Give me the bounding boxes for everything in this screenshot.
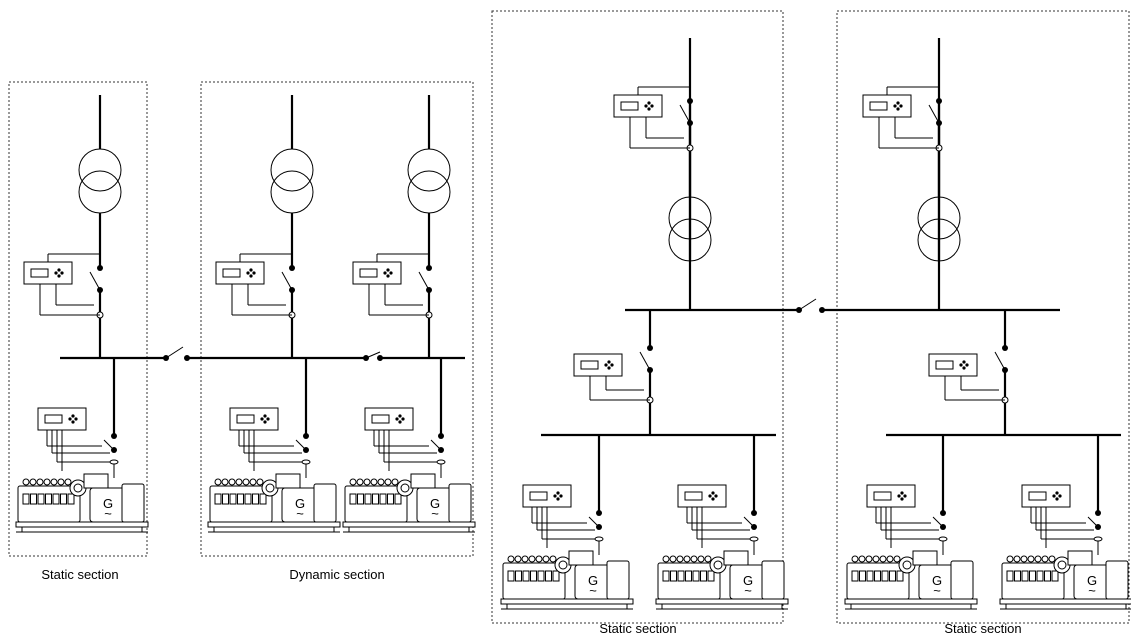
- genset-right-1: G~: [844, 435, 978, 610]
- dynamic-section-label: Dynamic section: [289, 567, 384, 582]
- genset-dynamic-2: G~: [342, 358, 476, 533]
- controller-icon: [522, 484, 572, 508]
- generator-symbol: G: [588, 573, 598, 588]
- controller-icon: [215, 261, 265, 285]
- generator-symbol: G: [103, 496, 113, 511]
- genset-icon: G~: [207, 473, 341, 533]
- genset-mid-1: G~: [500, 435, 634, 610]
- breaker-icon: [639, 345, 653, 373]
- breaker-icon: [418, 265, 432, 293]
- breaker-icon: [430, 433, 444, 453]
- bus-tie-breaker-left: [163, 346, 190, 361]
- controller-icon: [573, 353, 623, 377]
- genset-static-left: G~: [15, 358, 149, 533]
- tie-feeder-right: [928, 310, 1009, 435]
- transformer-icon: [407, 148, 451, 214]
- breaker-icon: [1087, 510, 1101, 530]
- genset-icon: G~: [15, 473, 149, 533]
- genset-dynamic-1: G~: [207, 358, 341, 533]
- genset-mid-2: G~: [655, 435, 789, 610]
- static-section-mid-box: [491, 10, 784, 624]
- controller-icon: [229, 407, 279, 431]
- feeder-static-left: [23, 95, 122, 358]
- static-section-left-label: Static section: [41, 567, 118, 582]
- feeder-static-mid: [613, 38, 712, 310]
- breaker-icon: [743, 510, 757, 530]
- static-section-right-label: Static section: [944, 621, 1021, 636]
- breaker-icon: [994, 345, 1008, 373]
- controller-icon: [364, 407, 414, 431]
- controller-icon: [1021, 484, 1071, 508]
- controller-icon: [23, 261, 73, 285]
- bus-tie-breaker-dynamic: [363, 351, 383, 361]
- tie-feeder-mid: [573, 310, 654, 435]
- generator-wave-symbol: ~: [933, 583, 941, 598]
- breaker-icon: [103, 433, 117, 453]
- genset-icon: G~: [342, 473, 476, 533]
- breaker-icon: [89, 265, 103, 293]
- controller-icon: [352, 261, 402, 285]
- generator-symbol: G: [295, 496, 305, 511]
- generator-wave-symbol: ~: [744, 583, 752, 598]
- controller-icon: [677, 484, 727, 508]
- generator-symbol: G: [1087, 573, 1097, 588]
- controller-icon: [866, 484, 916, 508]
- controller-icon: [613, 94, 663, 118]
- generator-wave-symbol: ~: [1088, 583, 1096, 598]
- transformer-icon: [270, 148, 314, 214]
- generator-wave-symbol: ~: [296, 506, 304, 521]
- static-section-right-box: [836, 10, 1130, 624]
- generator-symbol: G: [430, 496, 440, 511]
- static-section-mid-label: Static section: [599, 621, 676, 636]
- feeder-dynamic-1: [215, 95, 314, 358]
- generator-symbol: G: [932, 573, 942, 588]
- generator-symbol: G: [743, 573, 753, 588]
- feeder-static-right: [862, 38, 961, 310]
- generator-wave-symbol: ~: [589, 583, 597, 598]
- genset-icon: G~: [999, 550, 1131, 610]
- generator-wave-symbol: ~: [104, 506, 112, 521]
- bus-tie-breaker-right: [796, 298, 825, 313]
- genset-icon: G~: [655, 550, 789, 610]
- transformer-icon: [78, 148, 122, 214]
- genset-icon: G~: [844, 550, 978, 610]
- dynamic-section-box: [200, 81, 474, 557]
- static-section-left-box: [8, 81, 148, 557]
- controller-icon: [862, 94, 912, 118]
- breaker-icon: [281, 265, 295, 293]
- genset-icon: G~: [500, 550, 634, 610]
- breaker-icon: [295, 433, 309, 453]
- breaker-icon: [588, 510, 602, 530]
- controller-icon: [37, 407, 87, 431]
- feeder-dynamic-2: [352, 95, 451, 358]
- controller-icon: [928, 353, 978, 377]
- breaker-icon: [679, 98, 693, 126]
- generator-wave-symbol: ~: [431, 506, 439, 521]
- breaker-icon: [932, 510, 946, 530]
- genset-right-2: G~: [999, 435, 1131, 610]
